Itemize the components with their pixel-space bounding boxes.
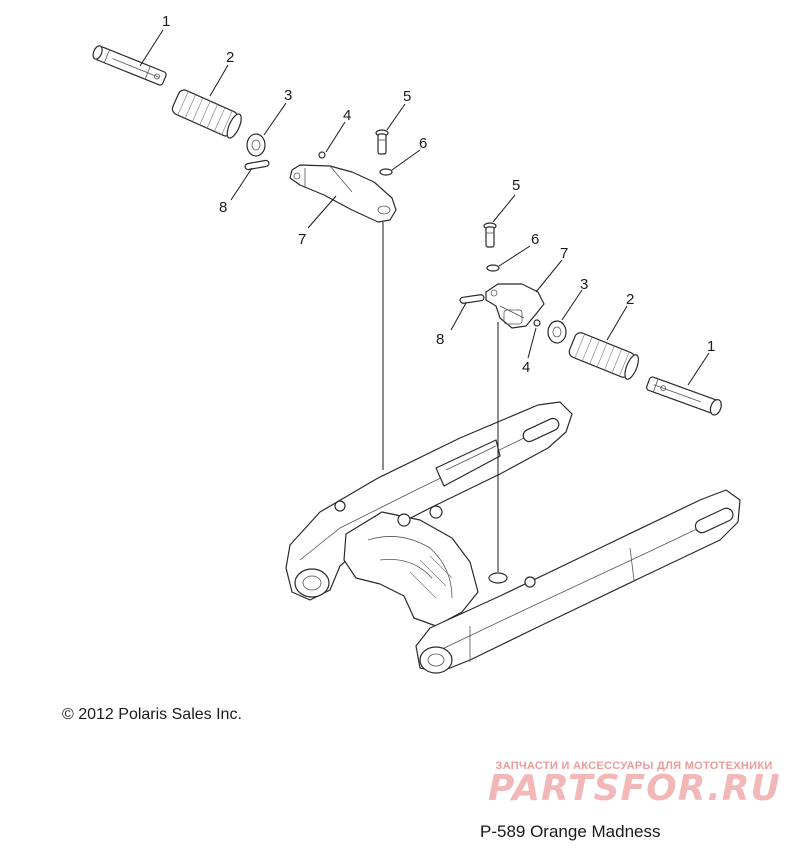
callout-right-2: 2 (626, 291, 634, 308)
callout-left-4: 4 (343, 107, 351, 124)
callout-right-7: 7 (560, 245, 568, 262)
left-footpeg-bracket (289, 164, 397, 223)
callout-left-6: 6 (419, 135, 427, 152)
left-footpeg-rubber (171, 89, 242, 139)
copyright-notice: © 2012 Polaris Sales Inc. (62, 706, 242, 723)
swingarm (285, 401, 741, 674)
watermark-tagline: ЗАПЧАСТИ И АКСЕССУАРЫ ДЛЯ МОТОТЕХНИКИ (495, 760, 773, 772)
swingarm-cross-member (343, 511, 479, 627)
diagram-caption: P-589 Orange Madness (480, 822, 661, 841)
right-detent-ball (533, 319, 541, 327)
watermark-logo: PARTSFOR.RU (488, 768, 781, 809)
callout-left-7: 7 (298, 231, 306, 248)
callout-left-3: 3 (284, 87, 292, 104)
right-bolt-washer (486, 264, 500, 272)
callout-right-1: 1 (707, 338, 715, 355)
left-footpeg-pin (92, 45, 167, 86)
callout-right-4: 4 (522, 359, 530, 376)
callout-left-5: 5 (403, 88, 411, 105)
leader-lines (139, 29, 710, 386)
right-footpeg-assembly (459, 222, 722, 416)
swingarm-right-axle-slot (694, 507, 734, 534)
swingarm-front-bushing (419, 646, 453, 674)
left-footpeg-assembly (92, 45, 397, 223)
right-mounting-bolt (483, 222, 497, 248)
left-mounting-bolt (375, 129, 389, 155)
callout-right-3: 3 (580, 276, 588, 293)
left-detent-ball (318, 151, 326, 159)
callout-numbers: 1 2 3 4 5 6 7 8 5 6 7 3 2 1 4 8 (162, 13, 715, 376)
swingarm-left-axle-slot (522, 417, 560, 443)
right-footpeg-pin (646, 376, 722, 416)
callout-left-2: 2 (226, 49, 234, 66)
callout-left-8: 8 (219, 199, 227, 216)
right-washer (547, 320, 567, 344)
right-clevis-pin (459, 294, 485, 304)
callout-right-5: 5 (512, 177, 520, 194)
swingarm-pivot-bushing (294, 568, 330, 598)
callout-left-1: 1 (162, 13, 170, 30)
left-washer (246, 133, 266, 157)
right-footpeg-rubber (568, 332, 639, 380)
left-bolt-washer (379, 168, 393, 176)
callout-right-8: 8 (436, 331, 444, 348)
right-footpeg-bracket (485, 283, 545, 329)
left-clevis-pin (244, 159, 270, 171)
callout-right-6: 6 (531, 231, 539, 248)
